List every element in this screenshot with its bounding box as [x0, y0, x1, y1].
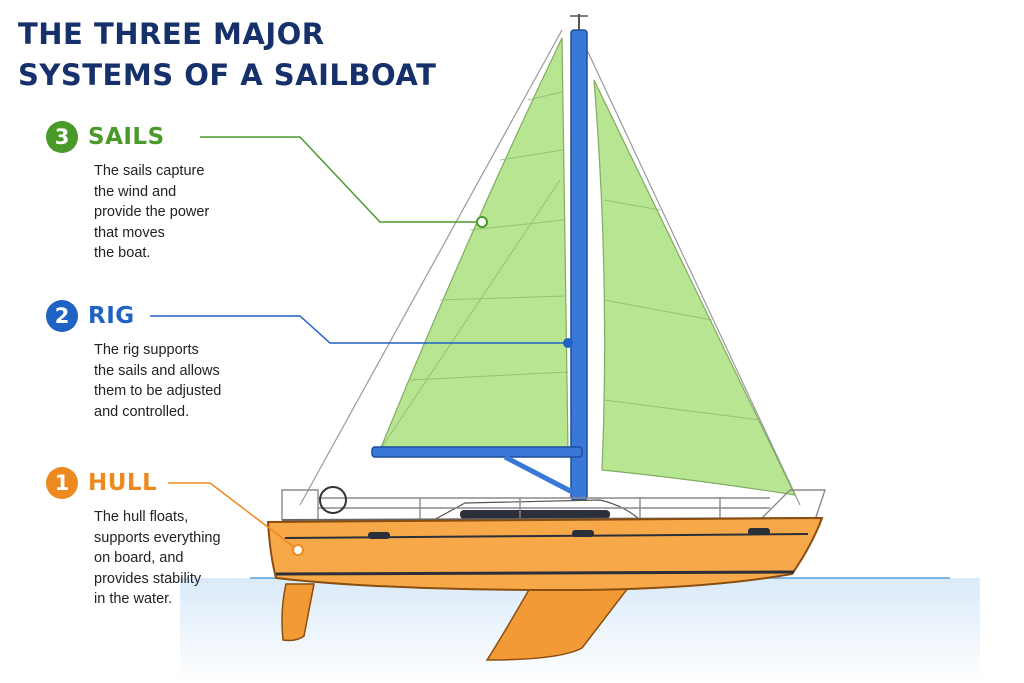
- sails-label: 3 SAILS The sails capture the wind and p…: [46, 121, 274, 264]
- mainsail: [379, 37, 569, 451]
- rudder: [281, 583, 315, 642]
- boot-stripe: [275, 570, 795, 576]
- hull-leader-dot: [292, 544, 304, 556]
- rig-leader-dot: [563, 338, 573, 348]
- sails-heading: SAILS: [88, 124, 165, 150]
- rig-leader: [150, 315, 568, 344]
- hull-label: 1 HULL The hull floats, supports everyth…: [46, 467, 274, 610]
- hull-heading: HULL: [88, 470, 158, 496]
- rig-label: 2 RIG The rig supports the sails and all…: [46, 300, 274, 422]
- porthole-2: [572, 530, 594, 537]
- mast: [570, 29, 588, 501]
- title-line-2: SYSTEMS OF A SAILBOAT: [18, 58, 437, 92]
- diagram-title: THE THREE MAJOR SYSTEMS OF A SAILBOAT: [18, 14, 437, 96]
- sails-leader-dot: [476, 216, 488, 228]
- hull: [266, 516, 824, 592]
- rig-heading: RIG: [88, 303, 135, 329]
- sails-number-badge: 3: [46, 121, 78, 153]
- rig-number-badge: 2: [46, 300, 78, 332]
- porthole-1: [368, 532, 390, 539]
- boom: [371, 446, 583, 458]
- hull-description: The hull floats, supports everything on …: [94, 509, 221, 607]
- sails-leader: [200, 136, 482, 223]
- hull-leader: [168, 482, 299, 551]
- forestay: [579, 34, 801, 506]
- backstay: [299, 29, 563, 506]
- porthole-3: [748, 528, 770, 535]
- steering-wheel: [319, 486, 347, 514]
- title-line-1: THE THREE MAJOR: [18, 17, 325, 51]
- boom-vang: [503, 454, 582, 499]
- sails-description: The sails capture the wind and provide t…: [94, 163, 210, 261]
- cabin-window: [460, 510, 610, 519]
- hull-number-badge: 1: [46, 467, 78, 499]
- rig-description: The rig supports the sails and allows th…: [94, 342, 222, 420]
- keel: [485, 587, 630, 661]
- jib: [593, 79, 797, 496]
